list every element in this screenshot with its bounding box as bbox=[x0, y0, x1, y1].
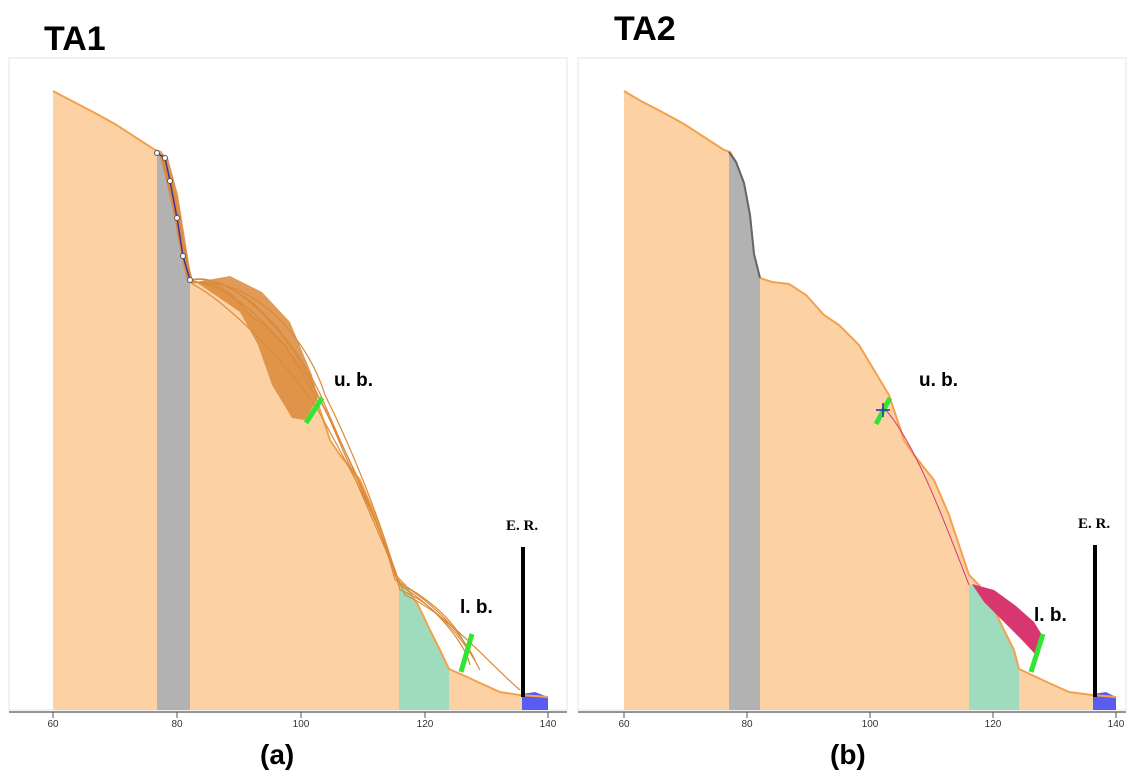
panel-a-rock-zone bbox=[157, 152, 190, 710]
panel-a-slope-diagram: u. b. l. b. E. R. 60 80 100 120 140 bbox=[8, 57, 568, 730]
panel-b-upper-barrier-label: u. b. bbox=[919, 370, 958, 391]
panel-a-lower-barrier bbox=[458, 633, 475, 673]
panel-b-lower-barrier-label: l. b. bbox=[1034, 605, 1067, 626]
panel-b-trajectory-fan bbox=[972, 584, 1042, 655]
panel-a-title: TA1 bbox=[44, 20, 106, 58]
panel-a-upper-barrier-label: u. b. bbox=[334, 370, 373, 391]
panel-b-tick-60: 60 bbox=[618, 719, 630, 730]
panel-b-caption: (b) bbox=[830, 739, 866, 770]
panel-a-upper-barrier bbox=[303, 396, 325, 425]
panel-b-tick-100: 100 bbox=[862, 719, 879, 730]
panel-b-slope-diagram: u. b. l. b. E. R. 60 80 100 120 140 bbox=[577, 57, 1127, 730]
panel-a-deposit-zone bbox=[399, 585, 449, 710]
panel-b-rock-zone bbox=[729, 152, 760, 710]
panel-b-trajectory-line bbox=[883, 407, 970, 586]
panel-b-lower-barrier bbox=[1028, 633, 1046, 673]
panel-b-tick-140: 140 bbox=[1108, 719, 1125, 730]
panel-b-title: TA2 bbox=[614, 10, 676, 48]
panel-a-end-reference-label: E. R. bbox=[506, 518, 538, 534]
panel-a-tick-60: 60 bbox=[47, 719, 59, 730]
panel-a-tick-80: 80 bbox=[171, 719, 183, 730]
panel-b-tick-80: 80 bbox=[741, 719, 753, 730]
panel-a-tick-100: 100 bbox=[293, 719, 310, 730]
panel-b-deposit-zone bbox=[969, 585, 1019, 710]
panel-b-end-reference-label: E. R. bbox=[1078, 516, 1110, 532]
panel-a-tick-120: 120 bbox=[417, 719, 434, 730]
panel-a-source-points bbox=[154, 150, 193, 283]
panel-a-axis-ticks bbox=[52, 712, 549, 718]
panel-a-trajectory-envelope bbox=[196, 276, 318, 420]
panel-b-tick-120: 120 bbox=[985, 719, 1002, 730]
panel-a-tick-140: 140 bbox=[540, 719, 557, 730]
panel-b-rock-wall-line bbox=[728, 151, 761, 279]
panel-b-profile-line bbox=[623, 90, 1117, 698]
panel-a-lower-barrier-label: l. b. bbox=[460, 597, 493, 618]
panel-b-source-marker bbox=[876, 403, 890, 417]
panel-b-axis-ticks bbox=[623, 712, 1117, 718]
panel-a-caption: (a) bbox=[260, 739, 295, 770]
